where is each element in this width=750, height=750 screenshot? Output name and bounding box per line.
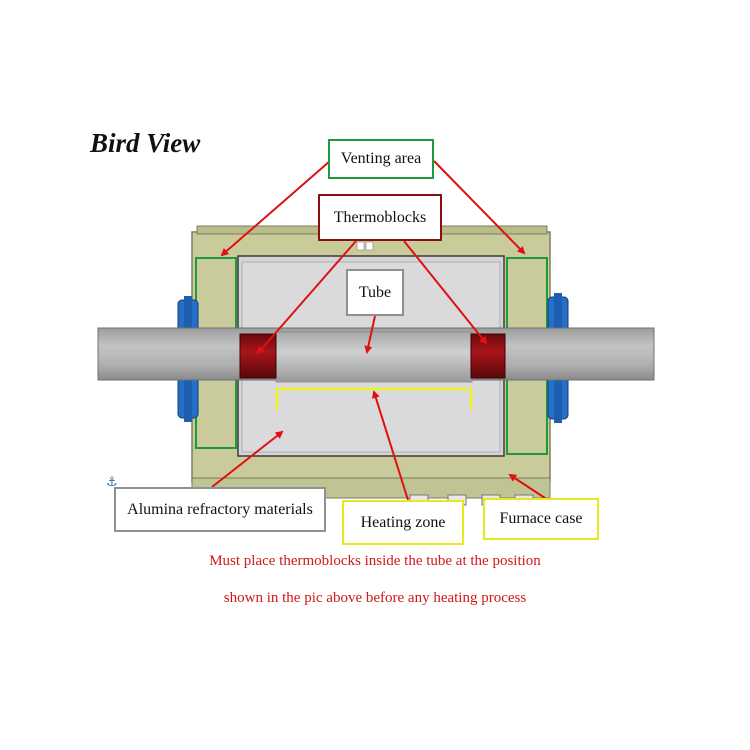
warning-note-line-1: Must place thermoblocks inside the tube … (209, 553, 541, 569)
label-thermoblocks: Thermoblocks (318, 194, 442, 241)
warning-note-line-2: shown in the pic above before any heatin… (223, 590, 527, 606)
tube (97, 327, 655, 383)
label-heating-zone: Heating zone (342, 500, 464, 545)
label-tube: Tube (346, 269, 404, 316)
heating-zone-bracket (275, 387, 473, 410)
callout-arrows (211, 160, 546, 501)
thermoblock-right (470, 333, 506, 379)
thermoblock-left (239, 333, 277, 379)
anchor-icon: ⚓ (106, 475, 118, 490)
label-venting-area: Venting area (328, 139, 434, 179)
label-furnace-case: Furnace case (483, 498, 599, 540)
label-alumina-refractory: Alumina refractory materials (114, 487, 326, 532)
diagram-title: Bird View (90, 128, 201, 158)
